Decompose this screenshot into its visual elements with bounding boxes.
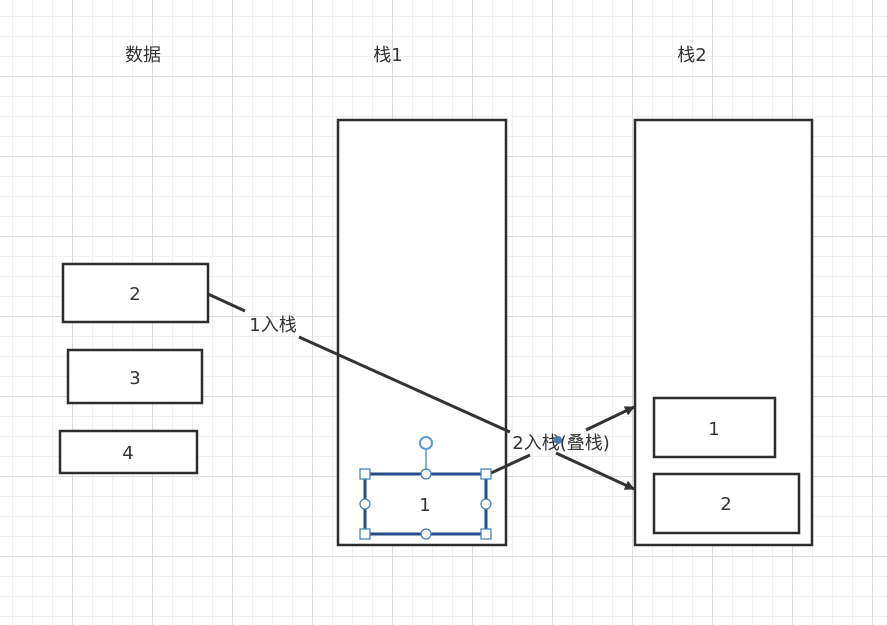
push1-edge[interactable]	[207, 292, 635, 434]
resize-handle-e[interactable]	[480, 498, 492, 510]
resize-handle-nw[interactable]	[359, 468, 371, 480]
stack1-item-box-selected[interactable]: 1	[363, 472, 488, 536]
resize-handle-w[interactable]	[359, 498, 371, 510]
push2-edge-label[interactable]: 2入栈(叠栈)	[512, 433, 610, 454]
resize-handle-s[interactable]	[420, 528, 432, 540]
data-item-label: 3	[129, 368, 140, 389]
rotate-handle-icon[interactable]	[419, 436, 433, 450]
resize-handle-ne[interactable]	[480, 468, 492, 480]
stack2-title: 栈2	[677, 45, 706, 66]
stack2-item-box[interactable]: 2	[652, 472, 801, 535]
edge-waypoint-handle[interactable]	[554, 436, 562, 444]
stack1-title: 栈1	[373, 45, 402, 66]
data-item-label: 2	[129, 284, 140, 305]
resize-handle-se[interactable]	[480, 528, 492, 540]
data-item-label: 4	[122, 443, 133, 464]
stack1-item-label: 1	[419, 495, 430, 516]
stack2-item-box[interactable]: 1	[652, 396, 777, 459]
data-item-box[interactable]: 2	[61, 262, 210, 324]
push2-edge[interactable]	[488, 451, 635, 491]
data-item-box[interactable]: 3	[66, 348, 204, 405]
stack2-item-label: 2	[720, 494, 731, 515]
data-item-box[interactable]: 4	[58, 429, 199, 475]
resize-handle-n[interactable]	[420, 468, 432, 480]
resize-handle-sw[interactable]	[359, 528, 371, 540]
data-column-title: 数据	[125, 45, 161, 66]
stack2-item-label: 1	[708, 419, 719, 440]
push1-edge-label[interactable]: 1入栈	[249, 315, 296, 336]
